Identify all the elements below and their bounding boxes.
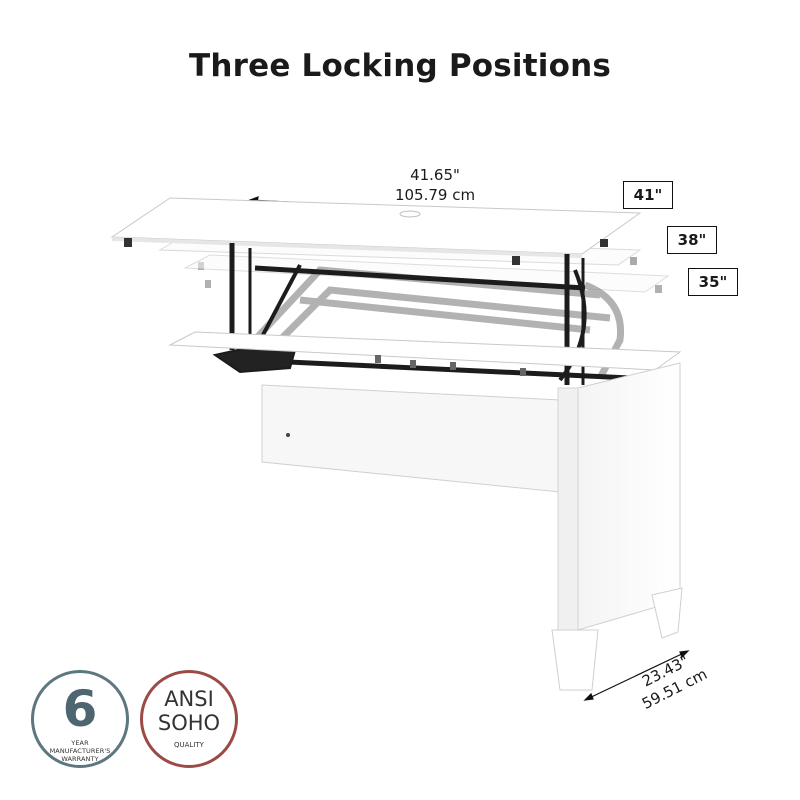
height-label-35: 35" [688, 268, 738, 296]
width-centimeters: 105.79 cm [394, 186, 476, 204]
soho-label: SOHO [157, 711, 221, 735]
warranty-badge: 6 YEAR MANUFACTURER'S WARRANTY [31, 670, 129, 768]
height-label-41: 41" [623, 181, 673, 209]
desktop-top-41 [110, 197, 642, 265]
quality-label: QUALITY [174, 741, 204, 749]
width-dimension-label: 41.65" 105.79 cm [330, 165, 540, 205]
warranty-years: 6 [62, 680, 98, 738]
desk-base [168, 331, 683, 691]
depth-dimension-arrow [583, 650, 690, 701]
warranty-text: YEAR MANUFACTURER'S WARRANTY [49, 739, 111, 763]
width-inches: 41.65" [410, 166, 460, 184]
ansi-soho-badge: ANSI SOHO QUALITY [140, 670, 238, 768]
height-label-38: 38" [667, 226, 717, 254]
ansi-label: ANSI [164, 687, 214, 711]
page-title: Three Locking Positions [188, 48, 612, 84]
